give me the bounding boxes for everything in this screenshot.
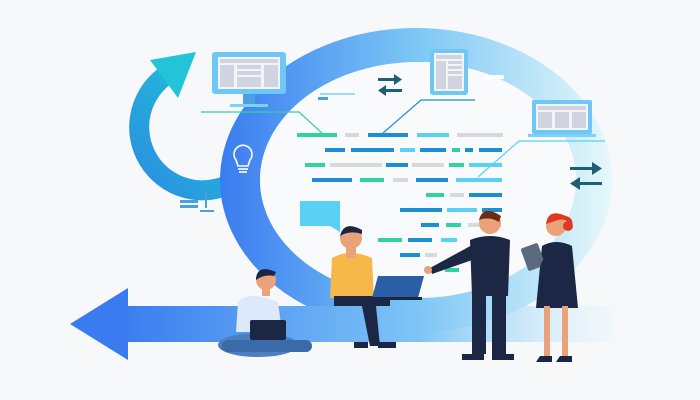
speech-bubble-icon — [300, 201, 340, 232]
code-line — [417, 133, 449, 137]
code-line — [416, 178, 448, 182]
code-line — [441, 238, 457, 242]
exchange-arrows-icon — [570, 162, 602, 190]
code-line — [412, 163, 444, 167]
code-line — [457, 133, 503, 137]
code-line — [482, 208, 502, 212]
code-line — [420, 148, 446, 152]
lightbulb-icon — [233, 144, 253, 173]
code-line — [386, 163, 408, 167]
clipboard-icon — [521, 243, 545, 271]
code-line — [408, 238, 432, 242]
bar-chart-icon — [180, 192, 214, 212]
code-line — [297, 133, 337, 137]
code-line — [360, 178, 384, 182]
code-line — [400, 148, 415, 152]
cycle-arrow-icon — [129, 52, 246, 201]
code-line — [345, 133, 359, 137]
code-line — [305, 163, 325, 167]
code-line — [378, 238, 402, 242]
code-line — [421, 223, 439, 227]
person-sitting-floor — [218, 269, 312, 357]
code-line — [449, 163, 464, 167]
code-line — [446, 223, 461, 227]
code-line — [325, 148, 345, 152]
code-line — [469, 163, 502, 167]
monitor-icon — [212, 52, 286, 107]
code-lines — [297, 133, 503, 272]
code-line — [447, 208, 477, 212]
person-with-laptop — [330, 226, 424, 348]
exchange-arrows-icon — [378, 74, 402, 96]
code-line — [330, 163, 382, 167]
code-line — [445, 268, 459, 272]
code-line — [368, 133, 408, 137]
code-line — [312, 178, 352, 182]
code-line — [469, 193, 502, 197]
code-line — [452, 148, 460, 152]
code-line — [393, 178, 408, 182]
laptop-icon — [528, 100, 596, 137]
code-line — [426, 193, 444, 197]
code-line — [400, 253, 420, 257]
code-line — [450, 193, 464, 197]
woman-with-clipboard — [521, 213, 578, 362]
man-standing — [424, 210, 514, 360]
code-line — [465, 148, 473, 152]
code-line — [425, 253, 437, 257]
tablet-icon — [430, 49, 468, 95]
code-line — [400, 208, 442, 212]
code-line — [351, 148, 394, 152]
code-line — [479, 148, 502, 152]
code-line — [456, 178, 502, 182]
